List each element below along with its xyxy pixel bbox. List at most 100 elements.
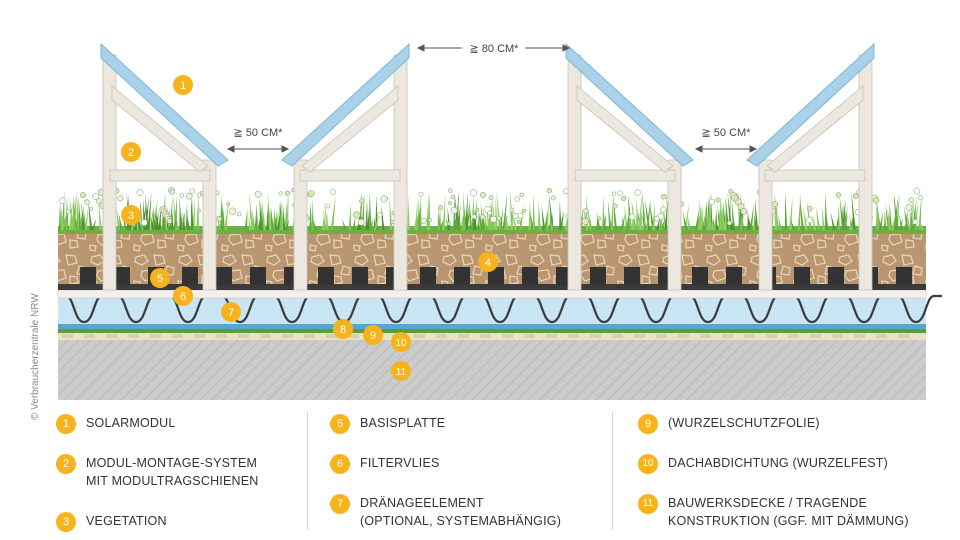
dash-mark — [876, 334, 887, 338]
flower — [621, 195, 627, 201]
flower — [522, 208, 527, 213]
flower — [740, 208, 748, 215]
base-plate-block — [352, 267, 368, 285]
flower — [852, 193, 859, 199]
dash-mark — [282, 334, 293, 338]
marker-6: 6 — [173, 286, 193, 306]
grass-blade — [259, 197, 263, 230]
grass-blade — [559, 200, 562, 230]
flower — [611, 191, 617, 196]
grass-blade — [830, 212, 836, 230]
flower — [519, 192, 525, 198]
grass-blade — [851, 191, 856, 230]
grass-blade — [418, 198, 421, 230]
dash-mark — [502, 334, 513, 338]
dash-mark — [810, 334, 821, 338]
dash-mark — [216, 334, 227, 338]
base-plate-block — [80, 267, 96, 285]
grass-blade — [84, 207, 89, 230]
svg-text:8: 8 — [340, 324, 346, 336]
grass-blade — [815, 207, 821, 230]
grass-blade — [365, 200, 368, 230]
grass-blade — [499, 219, 502, 230]
grass-blade — [737, 190, 742, 230]
grass-blade — [627, 198, 633, 230]
grass-blade — [778, 214, 782, 230]
flower — [418, 191, 424, 197]
grass-blade — [123, 216, 128, 230]
grass-blade — [899, 217, 903, 230]
grass-blade — [58, 205, 62, 230]
dash-mark — [634, 334, 645, 338]
grass-blade — [799, 195, 805, 230]
solar-unit — [746, 42, 875, 291]
grass-blade — [918, 194, 922, 230]
grass-blade — [330, 195, 336, 230]
base-plate-block — [692, 267, 708, 285]
copyright-credit: © Verbraucherzentrale NRW — [30, 293, 41, 420]
legend-item-7: 7 DRÄNAGEELEMENT(OPTIONAL, SYSTEMABHÄNGI… — [330, 494, 561, 530]
solar-module-rows — [100, 42, 875, 291]
flower — [80, 192, 87, 199]
grass-blade — [790, 219, 796, 230]
base-plate-block — [794, 267, 810, 285]
grass-blade — [721, 200, 726, 230]
grass-blade — [324, 201, 329, 230]
grass-blade — [821, 205, 826, 230]
layer-root-barrier — [58, 329, 926, 333]
grass-blade — [528, 199, 531, 230]
flower — [437, 205, 444, 211]
grass-blade — [849, 216, 853, 230]
flower — [329, 188, 337, 196]
grass-blade — [589, 217, 593, 230]
grass-blade — [179, 197, 182, 230]
grass-blade — [876, 202, 882, 230]
grass-blade — [158, 205, 161, 230]
marker-8: 8 — [333, 319, 353, 339]
grass-blade — [473, 198, 477, 230]
grass-blade — [471, 195, 475, 230]
flower — [490, 215, 497, 223]
legend-label-line2: KONSTRUKTION (GGF. MIT DÄMMUNG) — [668, 514, 909, 528]
dimension-top-label: ≧ 80 CM* — [470, 43, 520, 55]
grass-blade — [164, 216, 169, 230]
dash-mark — [788, 334, 799, 338]
grass-blade — [139, 198, 144, 230]
grass-blade — [610, 201, 614, 230]
svg-text:1: 1 — [180, 80, 186, 92]
grass-blade — [152, 210, 158, 230]
grass-blade — [261, 197, 266, 230]
flower — [908, 197, 915, 204]
grass-blade — [682, 210, 688, 230]
grass-blade — [879, 219, 882, 230]
svg-text:6: 6 — [180, 291, 186, 303]
grass-blade — [366, 207, 370, 230]
grass-blade — [642, 192, 647, 230]
flower — [715, 197, 721, 203]
grass-blade — [465, 211, 470, 230]
flower — [905, 204, 913, 211]
mount-post-front — [667, 159, 682, 291]
flower — [448, 188, 453, 193]
grass-blade — [560, 215, 564, 230]
dash-mark — [546, 334, 557, 338]
grass-blade — [587, 203, 592, 230]
dash-mark — [722, 334, 733, 338]
grass-blade — [625, 204, 631, 230]
base-plate-block — [114, 267, 130, 285]
grass-blade — [749, 203, 754, 230]
grass-blade — [913, 200, 917, 230]
grass-blade — [173, 193, 177, 230]
marker-5: 5 — [150, 268, 170, 288]
grass-blade — [636, 198, 639, 230]
grass-blade — [185, 202, 188, 230]
grass-blade — [878, 210, 884, 230]
grass-blade — [61, 213, 67, 230]
grass-blade — [624, 204, 629, 230]
svg-text:11: 11 — [396, 367, 407, 378]
legend-label: BAUWERKSDECKE / TRAGENDE — [668, 496, 868, 510]
flower — [169, 189, 175, 195]
grass-blade — [701, 214, 705, 230]
